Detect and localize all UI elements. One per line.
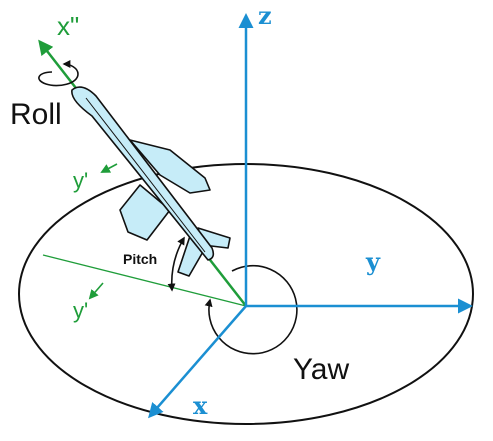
x-axis [148,305,247,419]
y-prime-upper-label: y' [73,168,88,193]
x-double-prime-label: x" [57,11,79,41]
y-prime-lower-arrow [88,282,104,300]
yaw-circle [204,264,298,355]
yaw-label: Yaw [293,353,349,386]
pitch-arc [167,236,185,292]
y-prime-upper-arrow [100,163,118,173]
pitch-reference-line [42,254,247,307]
roll-rotation-arrow [38,60,79,87]
airplane [71,86,231,277]
x-axis-label: x [193,391,208,420]
y-prime-lower-label: y' [73,298,88,323]
roll-label: Roll [10,98,62,131]
z-axis-label: z [258,1,272,30]
pitch-label: Pitch [123,251,157,267]
y-axis-label: y [365,247,381,276]
